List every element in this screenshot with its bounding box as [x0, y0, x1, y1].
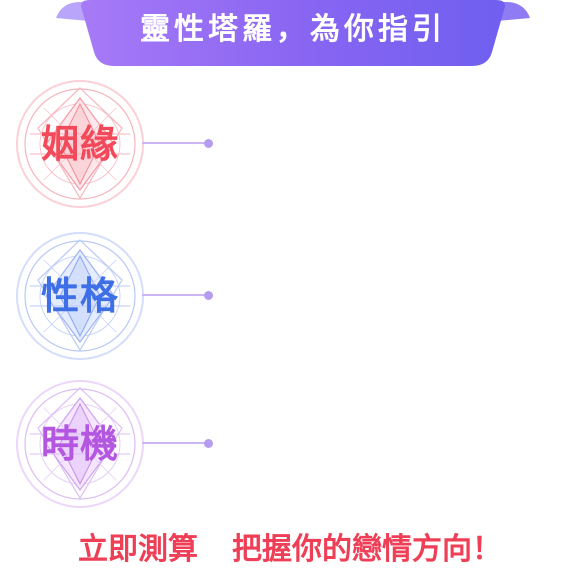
category-emblem: 姻緣	[14, 78, 146, 210]
header-banner: 靈性塔羅，為你指引	[56, 0, 530, 68]
connector-dot	[204, 139, 213, 148]
category-row-personality[interactable]: 性格	[14, 230, 254, 362]
tarot-star-emblem-icon	[16, 380, 144, 508]
connector-dot	[204, 439, 213, 448]
connector-line	[142, 294, 208, 296]
cta-part-2: 把握你的戀情方向！	[232, 532, 502, 567]
connector-line	[142, 142, 208, 144]
category-emblem: 性格	[14, 230, 146, 362]
tarot-star-emblem-icon	[16, 232, 144, 360]
category-row-timing[interactable]: 時機	[14, 378, 254, 510]
category-label: 姻緣	[40, 122, 119, 166]
category-emblem: 時機	[14, 378, 146, 510]
connector-dot	[204, 291, 213, 300]
connector-line	[142, 442, 208, 444]
cta-part-1: 立即測算	[78, 532, 198, 567]
page-title: 靈性塔羅，為你指引	[140, 12, 446, 47]
cta-text[interactable]: 立即測算把握你的戀情方向！	[0, 528, 580, 572]
category-row-marriage[interactable]: 姻緣	[14, 78, 254, 210]
category-label: 性格	[40, 274, 119, 318]
ribbon-shape	[56, 0, 530, 66]
tarot-star-emblem-icon	[16, 80, 144, 208]
category-label: 時機	[40, 422, 119, 466]
